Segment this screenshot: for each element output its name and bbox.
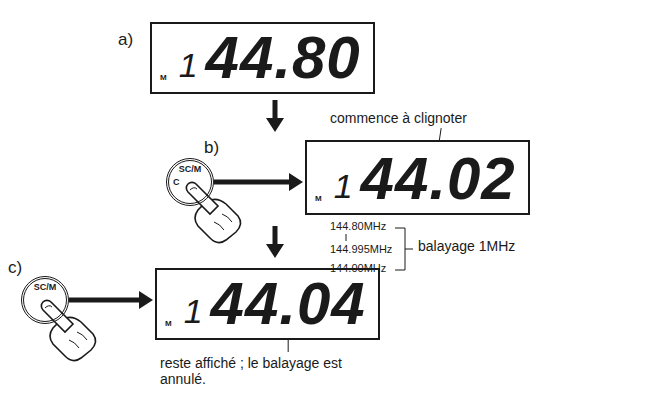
label-text: b) xyxy=(204,138,219,158)
arrow-head xyxy=(139,291,153,309)
callout-text: commence à clignoter xyxy=(330,110,467,126)
digit-small: 1 xyxy=(334,169,353,203)
button-label: SC/M xyxy=(179,165,202,174)
range-tick xyxy=(346,234,347,241)
label-text: 144.995MHz xyxy=(330,243,392,256)
arrow-shaft xyxy=(214,180,291,185)
lcd-display: M 144.02 xyxy=(305,140,530,215)
label-text: balayage 1MHz xyxy=(418,238,515,254)
range-bracket xyxy=(395,228,413,270)
push-button: SC/M xyxy=(21,276,69,324)
frequency-digits: 44.80 xyxy=(206,28,361,88)
button-label: SC/M xyxy=(34,283,57,292)
down-arrow xyxy=(266,100,284,132)
down-arrow xyxy=(266,226,284,258)
hand-symbol xyxy=(186,182,240,242)
flow-arrow xyxy=(69,291,153,309)
mode-indicator: M xyxy=(160,73,167,82)
label-text: a) xyxy=(118,30,133,50)
arrow-shaft xyxy=(69,298,141,303)
arrow-head xyxy=(289,173,303,191)
lcd-display: M 144.80 xyxy=(150,22,375,94)
label-text: c) xyxy=(8,258,22,278)
digit-small: 1 xyxy=(184,294,203,328)
note-text: reste affiché ; le balayage est annulé. xyxy=(160,355,360,387)
push-button: SC/M C xyxy=(166,158,214,206)
hand-symbol xyxy=(41,300,95,360)
digit-small: 1 xyxy=(179,48,198,82)
mode-indicator: M xyxy=(165,319,172,328)
flow-arrow xyxy=(214,173,303,191)
mode-indicator: M xyxy=(315,194,322,203)
frequency-digits: 44.04 xyxy=(211,274,366,334)
lcd-display: M 144.04 xyxy=(155,268,380,340)
label-text: 144.80MHz xyxy=(330,220,386,233)
label-text: 144.00MHz xyxy=(330,262,386,275)
button-mark: C xyxy=(173,178,180,187)
frequency-digits: 44.02 xyxy=(361,149,516,209)
